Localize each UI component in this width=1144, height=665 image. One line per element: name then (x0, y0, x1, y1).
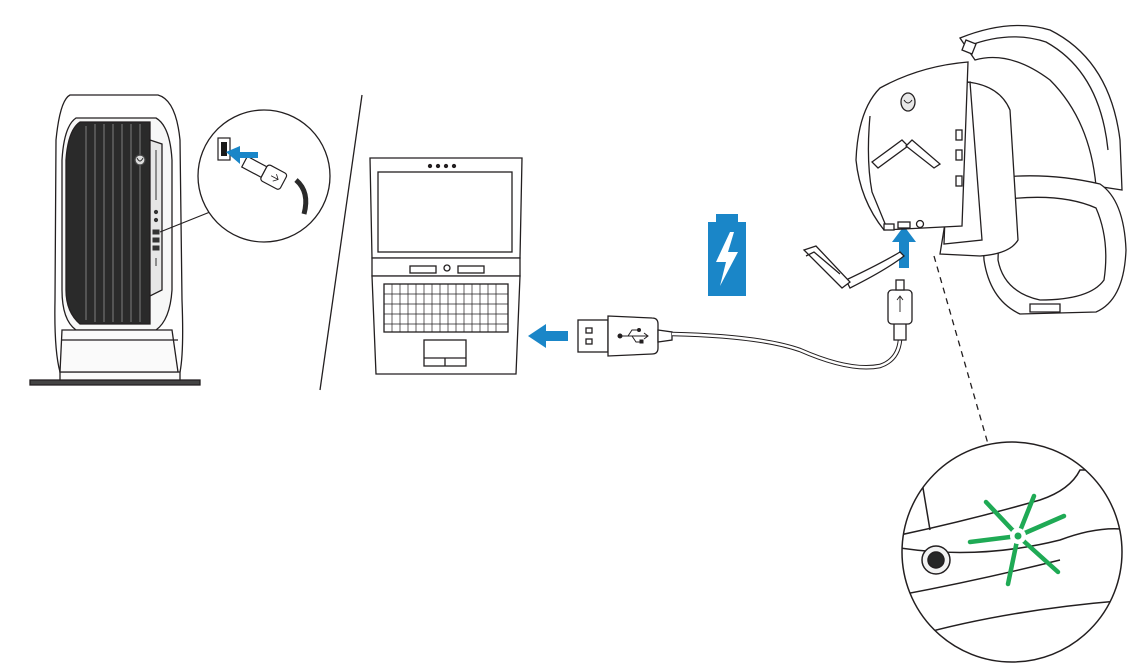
battery-charging-icon (708, 214, 746, 296)
headset-insert-arrow (892, 226, 916, 268)
led-callout-line (933, 255, 989, 445)
desktop-insert-arrow (226, 146, 258, 164)
panel-divider (319, 94, 363, 391)
usb-a-plug (577, 319, 609, 353)
laptop-insert-arrow (528, 324, 568, 348)
usb-cable (577, 279, 913, 370)
usb-icon (617, 328, 649, 344)
led-zoom-bubble (901, 441, 1123, 663)
desktop-tower (29, 94, 201, 386)
micro-usb-plug (887, 279, 913, 341)
headset (802, 24, 1127, 315)
laptop (369, 157, 523, 375)
alienware-logo-icon (900, 92, 916, 112)
desktop-port-zoom (159, 109, 331, 243)
